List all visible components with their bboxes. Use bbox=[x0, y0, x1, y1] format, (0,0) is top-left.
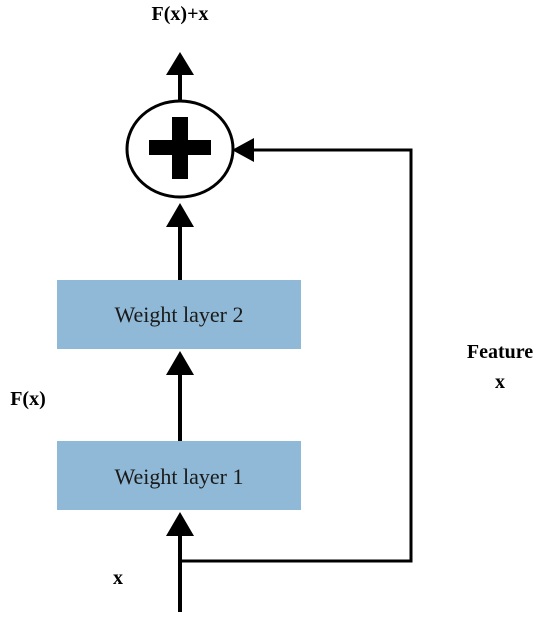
shortcut-label-line2: x bbox=[495, 371, 505, 393]
arrow-layer2-to-sum bbox=[166, 203, 194, 280]
input-label: x bbox=[113, 567, 123, 589]
weight-layer-2-label: Weight layer 2 bbox=[115, 302, 244, 327]
input-arrow bbox=[166, 512, 194, 612]
weight-layer-1: Weight layer 1 bbox=[57, 441, 301, 510]
shortcut-label-line1: Feature bbox=[467, 341, 533, 363]
plus-icon bbox=[149, 117, 211, 179]
output-label: F(x)+x bbox=[152, 3, 209, 25]
output-arrow bbox=[166, 52, 194, 101]
weight-layer-1-label: Weight layer 1 bbox=[115, 464, 244, 489]
sum-node bbox=[125, 99, 235, 199]
shortcut-connection bbox=[180, 138, 413, 563]
arrow-layer1-to-layer2 bbox=[166, 351, 194, 441]
residual-label: F(x) bbox=[10, 388, 46, 410]
weight-layer-2: Weight layer 2 bbox=[57, 280, 301, 349]
